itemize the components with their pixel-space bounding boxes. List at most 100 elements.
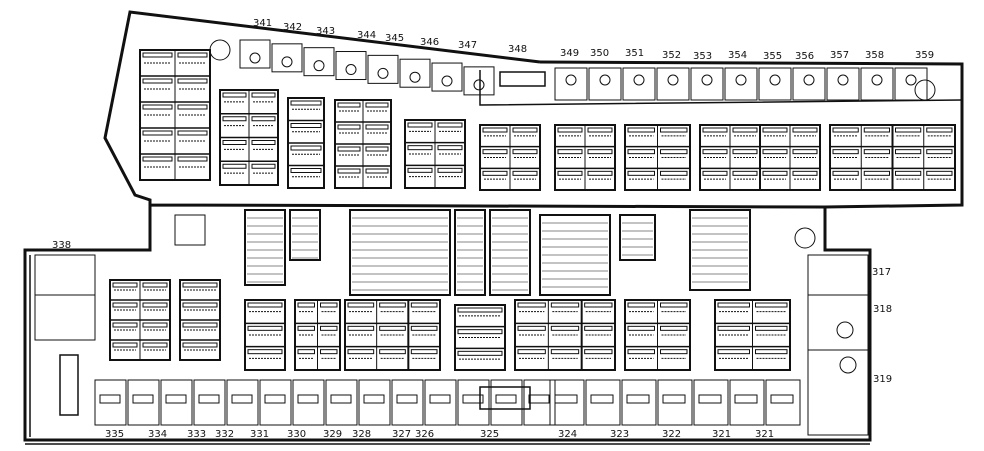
desk: [112, 342, 138, 348]
desk: [337, 102, 361, 108]
desk: [264, 394, 286, 404]
desk: [792, 149, 818, 155]
office: [303, 47, 335, 77]
desk: [627, 325, 655, 331]
desk: [895, 170, 922, 176]
cubicle-cluster: [109, 279, 171, 361]
chair: [803, 74, 815, 86]
desk: [732, 170, 758, 176]
desk: [142, 282, 168, 288]
desk: [482, 127, 508, 133]
desk: [660, 325, 688, 331]
conference-table: [479, 386, 531, 410]
office: [259, 379, 292, 426]
core-room: [244, 209, 286, 286]
conference-table: [499, 71, 546, 87]
core-room: [349, 209, 451, 296]
room-number-label: 358: [865, 50, 884, 61]
room-number-label: 328: [352, 429, 371, 440]
desk: [660, 127, 688, 133]
room-number-label: 317: [872, 267, 891, 278]
desk: [437, 167, 463, 173]
cubicle-cluster: [139, 49, 211, 181]
desk: [177, 130, 208, 136]
desk: [410, 325, 438, 331]
cubicle-cluster: [829, 124, 956, 191]
desk: [457, 329, 503, 335]
chair: [701, 74, 713, 86]
desk: [550, 302, 580, 308]
cubicle-cluster: [344, 299, 441, 371]
desk: [584, 349, 613, 355]
office: [585, 379, 621, 426]
room-number-label: 353: [693, 51, 712, 62]
desk: [247, 302, 283, 308]
desk: [926, 127, 953, 133]
room-number-label: 344: [357, 30, 376, 41]
chair: [345, 64, 357, 76]
desk: [457, 307, 503, 313]
desk: [407, 167, 433, 173]
desk: [379, 302, 406, 308]
office: [174, 214, 206, 246]
desk: [290, 168, 322, 173]
room-number-label: 330: [287, 429, 306, 440]
desk: [177, 52, 208, 58]
cubicle-cluster: [334, 99, 392, 189]
core-room: [539, 214, 611, 296]
desk: [702, 170, 728, 176]
office: [34, 294, 96, 341]
chair: [769, 74, 781, 86]
desk: [457, 350, 503, 356]
desk: [482, 149, 508, 155]
office: [894, 67, 928, 101]
desk: [863, 170, 890, 176]
desk: [702, 127, 728, 133]
office: [391, 379, 424, 426]
desk: [365, 124, 389, 130]
desk: [895, 149, 922, 155]
desk: [290, 145, 322, 151]
chair: [377, 67, 389, 79]
desk: [627, 302, 655, 308]
desk: [550, 349, 580, 355]
desk: [182, 282, 218, 288]
desk: [554, 394, 578, 404]
room-number-label: 322: [662, 429, 681, 440]
cluster-outline: [344, 299, 441, 371]
desk: [926, 149, 953, 155]
desk: [762, 127, 788, 133]
desk: [698, 394, 722, 404]
desk: [182, 342, 218, 348]
round-table: [836, 321, 854, 339]
desk: [320, 325, 338, 331]
room-number-label: 356: [795, 51, 814, 62]
office: [292, 379, 325, 426]
cubicle-cluster: [554, 124, 616, 191]
desk: [365, 146, 389, 152]
chair: [409, 71, 421, 83]
core-room: [689, 209, 751, 291]
desk: [379, 325, 406, 331]
chair: [633, 74, 645, 86]
round-table: [914, 79, 936, 101]
desk: [584, 325, 613, 331]
room-number-label: 321: [755, 429, 774, 440]
desk: [762, 170, 788, 176]
desk: [142, 130, 173, 136]
chair: [837, 74, 849, 86]
desk: [112, 302, 138, 308]
desk: [337, 168, 361, 174]
desk: [895, 127, 922, 133]
cubicle-cluster: [454, 304, 506, 371]
room-number-label: 332: [215, 429, 234, 440]
office: [622, 67, 656, 101]
desk: [557, 170, 583, 176]
desk: [247, 349, 283, 355]
office: [226, 379, 259, 426]
chair: [871, 74, 883, 86]
room-number-label: 326: [415, 429, 434, 440]
office: [765, 379, 801, 426]
